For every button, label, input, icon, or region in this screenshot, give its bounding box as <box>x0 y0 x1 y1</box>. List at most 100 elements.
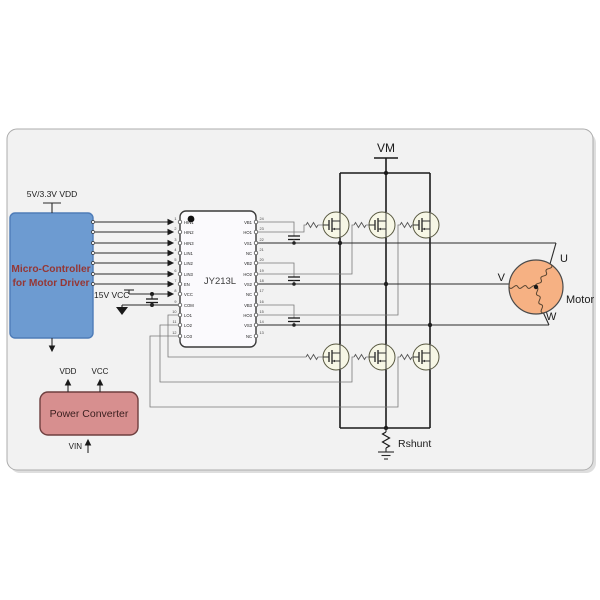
mcu-label-line1: Micro-Controller <box>11 264 90 275</box>
signal-en <box>91 280 175 288</box>
svg-text:23: 23 <box>260 227 264 231</box>
ic-part-number: JY213L <box>204 276 236 287</box>
svg-text:17: 17 <box>260 289 264 293</box>
svg-text:VB1: VB1 <box>244 220 253 225</box>
svg-text:3: 3 <box>174 238 176 242</box>
svg-text:6: 6 <box>174 269 176 273</box>
gate-resistor-icon <box>305 221 319 229</box>
lo3-route <box>149 335 400 408</box>
winding-u-icon <box>535 264 553 288</box>
svg-text:22: 22 <box>260 238 264 242</box>
gate-resistor-icon <box>399 353 413 361</box>
svg-text:NC: NC <box>246 292 252 297</box>
svg-text:20: 20 <box>260 258 264 262</box>
ground-icon <box>378 451 394 460</box>
mosfet-high-w-icon <box>412 211 440 239</box>
bootstrap-capacitors <box>258 221 300 327</box>
svg-text:13: 13 <box>260 331 264 335</box>
svg-text:VB2: VB2 <box>244 261 253 266</box>
phase-lines <box>258 242 557 326</box>
svg-text:9: 9 <box>174 300 176 304</box>
lo2-route <box>159 324 354 383</box>
svg-text:5: 5 <box>174 258 176 262</box>
ground-icon <box>116 307 128 315</box>
gate-resistor-icon <box>305 353 319 361</box>
svg-text:NC: NC <box>246 251 252 256</box>
motor-label: Motor <box>566 294 594 306</box>
ho-gate-routes <box>258 224 400 316</box>
ho1-route <box>258 224 306 233</box>
shunt-branch: Rshunt <box>339 370 431 460</box>
mcu-block: Micro-Controller for Motor Driver <box>9 212 94 339</box>
mcu-vdd-label: 5V/3.3V VDD <box>27 189 78 199</box>
svg-text:10: 10 <box>172 310 176 314</box>
mcu-vdd-rail: 5V/3.3V VDD <box>27 189 78 213</box>
ho3-route <box>258 224 400 316</box>
ic-box <box>179 210 257 348</box>
svg-text:1: 1 <box>174 217 176 221</box>
signal-lin1 <box>91 249 175 257</box>
svg-text:16: 16 <box>260 300 264 304</box>
gate-resistor-icon <box>353 221 367 229</box>
signal-hin2 <box>91 228 175 236</box>
motor: U V W Motor <box>498 253 595 323</box>
svg-text:NC: NC <box>246 334 252 339</box>
svg-text:HO2: HO2 <box>243 272 252 277</box>
svg-text:15: 15 <box>260 310 264 314</box>
mosfet-low-u-icon <box>322 343 350 371</box>
lo-gate-routes <box>149 314 400 408</box>
diagram-panel <box>6 128 594 471</box>
signal-hin1 <box>91 218 175 226</box>
svg-text:VCC: VCC <box>184 292 193 297</box>
pin1-dot-icon <box>187 215 195 223</box>
svg-text:LIN1: LIN1 <box>184 251 194 256</box>
svg-text:VS3: VS3 <box>244 323 253 328</box>
vm-label: VM <box>377 141 395 155</box>
low-side-mosfets <box>305 343 440 371</box>
signal-lin2 <box>91 259 175 267</box>
mosfet-low-v-icon <box>368 343 396 371</box>
svg-text:LIN2: LIN2 <box>184 261 194 266</box>
svg-text:HIN2: HIN2 <box>184 230 194 235</box>
power-converter-block: Power Converter VDD VCC VIN <box>39 367 139 453</box>
svg-text:8: 8 <box>174 289 176 293</box>
svg-text:7: 7 <box>174 279 176 283</box>
svg-text:4: 4 <box>174 248 176 252</box>
vm-rail: VM <box>339 141 431 212</box>
winding-w-icon <box>535 286 544 314</box>
svg-text:24: 24 <box>260 217 264 221</box>
mosfet-low-w-icon <box>412 343 440 371</box>
svg-text:VS2: VS2 <box>244 282 253 287</box>
vin-in-label: VIN <box>69 442 83 451</box>
signal-hin3 <box>91 239 175 247</box>
phase-w-label: W <box>546 311 557 323</box>
gate-resistor-icon <box>399 221 413 229</box>
svg-text:COM: COM <box>184 303 194 308</box>
phase-u-label: U <box>560 253 568 265</box>
svg-text:2: 2 <box>174 227 176 231</box>
bridge-columns <box>337 238 433 344</box>
mosfet-high-u-icon <box>322 211 350 239</box>
rshunt-resistor-icon <box>381 431 391 449</box>
svg-text:VS1: VS1 <box>244 241 253 246</box>
svg-text:LIN3: LIN3 <box>184 272 194 277</box>
mcu-signal-lines <box>91 218 175 288</box>
